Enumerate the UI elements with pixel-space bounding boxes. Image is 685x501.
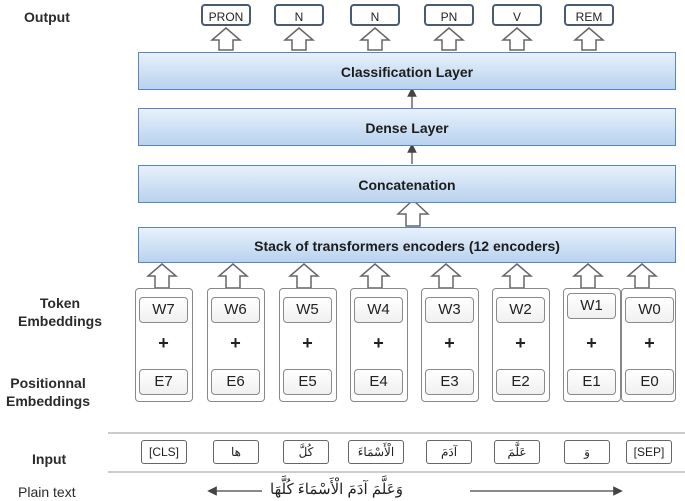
hollow-up-arrow-icon (282, 27, 316, 51)
token-embedding-w2: W2 (496, 297, 545, 323)
output-tag-n-2: N (350, 4, 400, 26)
plus-sign: + (230, 333, 241, 353)
hollow-up-arrow-icon (145, 263, 179, 289)
plus-sign: + (644, 333, 655, 353)
column-hollow-arrows (145, 263, 659, 289)
hollow-up-arrow-icon (625, 263, 659, 289)
output-tag-rem: REM (564, 4, 614, 26)
input-label: Input (32, 451, 67, 467)
hollow-up-arrow-icon (571, 263, 605, 289)
plain-text-label: Plain text (18, 484, 76, 500)
classification-layer: Classification Layer (138, 52, 676, 90)
position-embedding-e1: E1 (567, 369, 616, 395)
output-tag-v: V (492, 4, 542, 26)
position-embedding-e5: E5 (283, 369, 332, 395)
position-embedding-e0: E0 (625, 369, 674, 395)
plus-sign: + (586, 333, 597, 353)
positional-embeddings-label: Positionnal Embeddings (6, 375, 91, 409)
token-embeddings-label: Token Embeddings (18, 295, 103, 329)
input-token-2: كُلَّ (283, 440, 329, 464)
token-embedding-w3: W3 (425, 297, 474, 323)
hollow-up-arrow-icon (432, 27, 466, 51)
hollow-up-arrow-icon (572, 27, 606, 51)
hollow-up-arrow-icon (429, 263, 463, 289)
embedding-column-0: W0 + E0 (621, 288, 676, 402)
input-token-sep: [SEP] (626, 440, 672, 464)
token-embedding-w7: W7 (139, 297, 188, 323)
embedding-column-5: W5 + E5 (279, 288, 337, 402)
plain-text-sentence: وَعَلَّمَ آدَمَ الْأَسْمَاءَ كُلَّهَا (270, 481, 403, 498)
embedding-column-7: W7 + E7 (135, 288, 193, 402)
embedding-column-6: W6 + E6 (207, 288, 265, 402)
token-embedding-w1: W1 (567, 293, 616, 319)
hollow-up-arrow-icon (500, 263, 534, 289)
output-tag-n-1: N (274, 4, 324, 26)
position-embedding-e7: E7 (139, 369, 188, 395)
encoder-stack-layer: Stack of transformers encoders (12 encod… (138, 227, 676, 263)
token-embedding-w0: W0 (625, 297, 674, 323)
position-embedding-e3: E3 (425, 369, 474, 395)
input-token-cls: [CLS] (141, 440, 187, 464)
position-embedding-e6: E6 (211, 369, 260, 395)
dense-layer: Dense Layer (138, 108, 676, 146)
hollow-up-arrow-icon (358, 263, 392, 289)
input-token-4: آدَمَ (426, 440, 472, 464)
plus-sign: + (444, 333, 455, 353)
plus-sign: + (373, 333, 384, 353)
hollow-up-arrow-icon (287, 263, 321, 289)
embedding-column-3: W3 + E3 (421, 288, 479, 402)
input-token-6: وَ (564, 440, 610, 464)
embedding-column-1: W1 + E1 (563, 288, 621, 402)
output-tag-pn: PN (424, 4, 474, 26)
input-token-3: الْأَسْمَاءَ (348, 440, 404, 464)
output-tag-pron: PRON (201, 4, 251, 26)
hollow-up-arrow-icon (216, 263, 250, 289)
embedding-column-4: W4 + E4 (350, 288, 408, 402)
output-label: Output (24, 9, 70, 25)
position-embedding-e4: E4 (354, 369, 403, 395)
position-embedding-e2: E2 (496, 369, 545, 395)
embedding-column-2: W2 + E2 (492, 288, 550, 402)
hollow-up-arrow-icon (500, 27, 534, 51)
input-token-5: عَلَّمَ (494, 440, 540, 464)
plus-sign: + (158, 333, 169, 353)
token-embedding-w5: W5 (283, 297, 332, 323)
token-embedding-w4: W4 (354, 297, 403, 323)
concatenation-layer: Concatenation (138, 165, 676, 203)
hollow-up-arrow-icon (209, 27, 243, 51)
hollow-up-arrow-icon (396, 198, 430, 227)
input-token-1: ها (213, 440, 259, 464)
token-embedding-w6: W6 (211, 297, 260, 323)
plus-sign: + (515, 333, 526, 353)
hollow-up-arrow-icon (358, 27, 392, 51)
plus-sign: + (302, 333, 313, 353)
output-hollow-arrows (209, 27, 606, 51)
